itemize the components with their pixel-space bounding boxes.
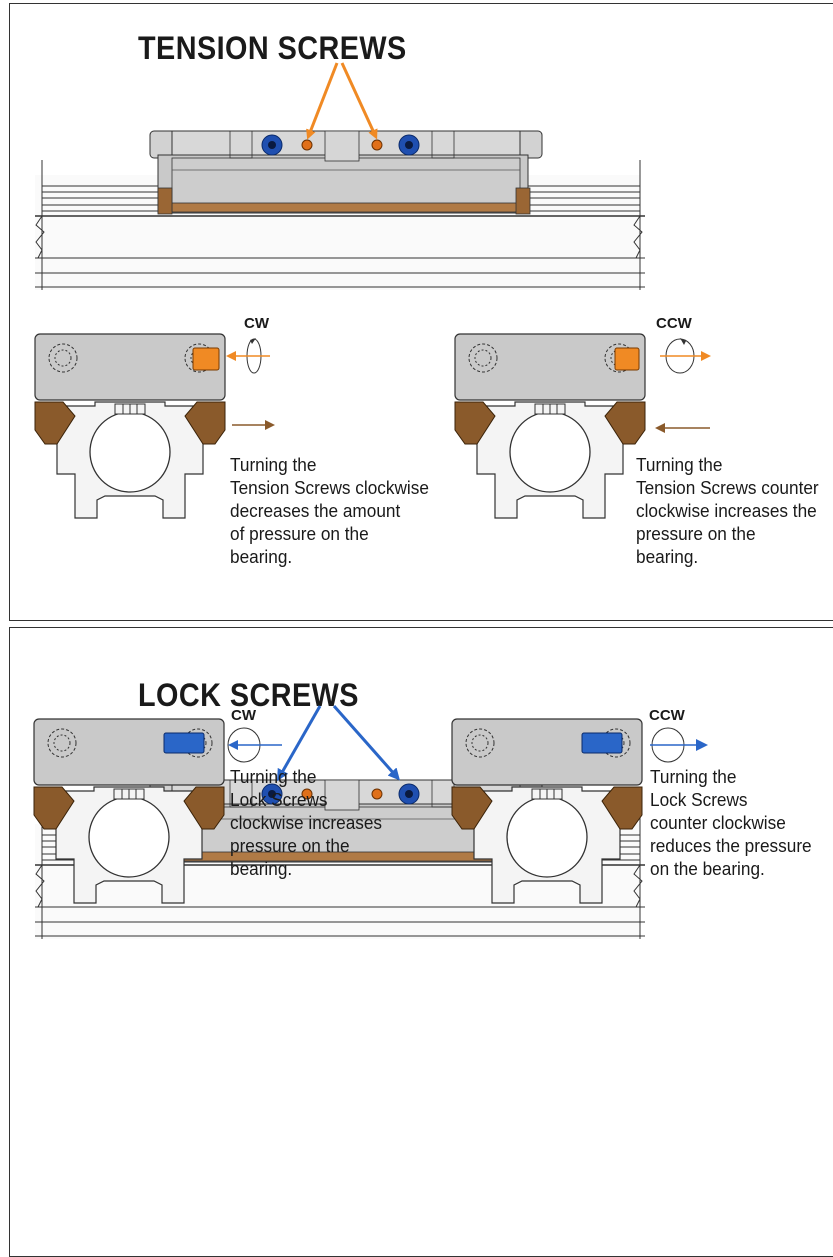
tension-ccw-label: CCW bbox=[656, 315, 692, 332]
ccw-rotation-icon bbox=[660, 338, 711, 374]
cw-rotation-icon-lock bbox=[227, 727, 282, 763]
tension-pointer-arrows bbox=[306, 62, 378, 140]
cw-rotation-icon bbox=[226, 338, 270, 374]
lock-cw-label: CW bbox=[231, 707, 256, 724]
lock-ccw-label: CCW bbox=[649, 707, 685, 724]
tension-cw-label: CW bbox=[244, 315, 269, 332]
lock-pointer-arrows bbox=[277, 705, 400, 782]
lock-screw-icon bbox=[163, 732, 205, 754]
tension-ccw-note: Turning the Tension Screws counter clock… bbox=[636, 454, 819, 567]
lock-end-view-cw bbox=[33, 718, 225, 904]
tension-screws-panel bbox=[9, 3, 833, 621]
tension-screws-title: TENSION SCREWS bbox=[138, 30, 407, 66]
lock-end-view-ccw bbox=[451, 718, 643, 904]
ccw-rotation-icon-lock bbox=[650, 727, 708, 763]
tension-end-view-cw bbox=[34, 333, 226, 519]
tension-cw-note: Turning the Tension Screws clockwise dec… bbox=[230, 454, 429, 567]
lock-screws-title: LOCK SCREWS bbox=[138, 677, 359, 713]
tension-screw-icon bbox=[192, 347, 220, 371]
lock-cw-note: Turning the Lock Screws clockwise increa… bbox=[230, 766, 383, 879]
lock-ccw-note: Turning the Lock Screws counter clockwis… bbox=[650, 766, 812, 879]
tension-side-view bbox=[34, 130, 646, 291]
tension-end-view-ccw bbox=[454, 333, 646, 519]
